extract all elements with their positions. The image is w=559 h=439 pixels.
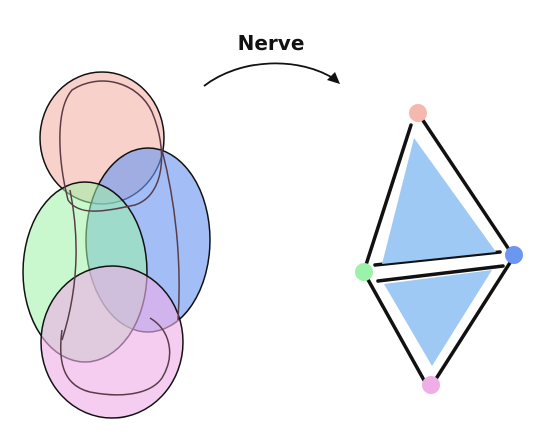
arrowhead-icon <box>327 72 340 84</box>
edge-blue-pink <box>432 256 515 384</box>
vertex-blue <box>505 246 523 264</box>
cover-set-pink <box>40 265 184 419</box>
inner-curve-red <box>59 80 163 212</box>
open-cover <box>22 71 211 419</box>
edge-green-blue-lower <box>376 264 505 283</box>
inner-curve-pink <box>59 317 171 396</box>
vertex-green <box>355 263 373 281</box>
edge-red-green <box>363 123 413 270</box>
vertex-red <box>409 104 427 122</box>
nerve-label: Nerve <box>238 31 305 55</box>
nerve-edges <box>363 111 515 384</box>
nerve-complex <box>355 104 523 394</box>
edge-red-blue <box>416 111 514 256</box>
face-green-blue-pink <box>384 270 492 366</box>
vertex-pink <box>422 376 440 394</box>
edge-blue-green <box>373 250 502 267</box>
inner-curve-blue <box>161 149 180 321</box>
inner-curve-green <box>61 189 77 341</box>
arrow-curve <box>203 62 337 87</box>
face-red-blue-green <box>382 138 496 264</box>
nerve-arrow: Nerve <box>203 31 340 87</box>
edge-green-pink <box>364 274 427 384</box>
